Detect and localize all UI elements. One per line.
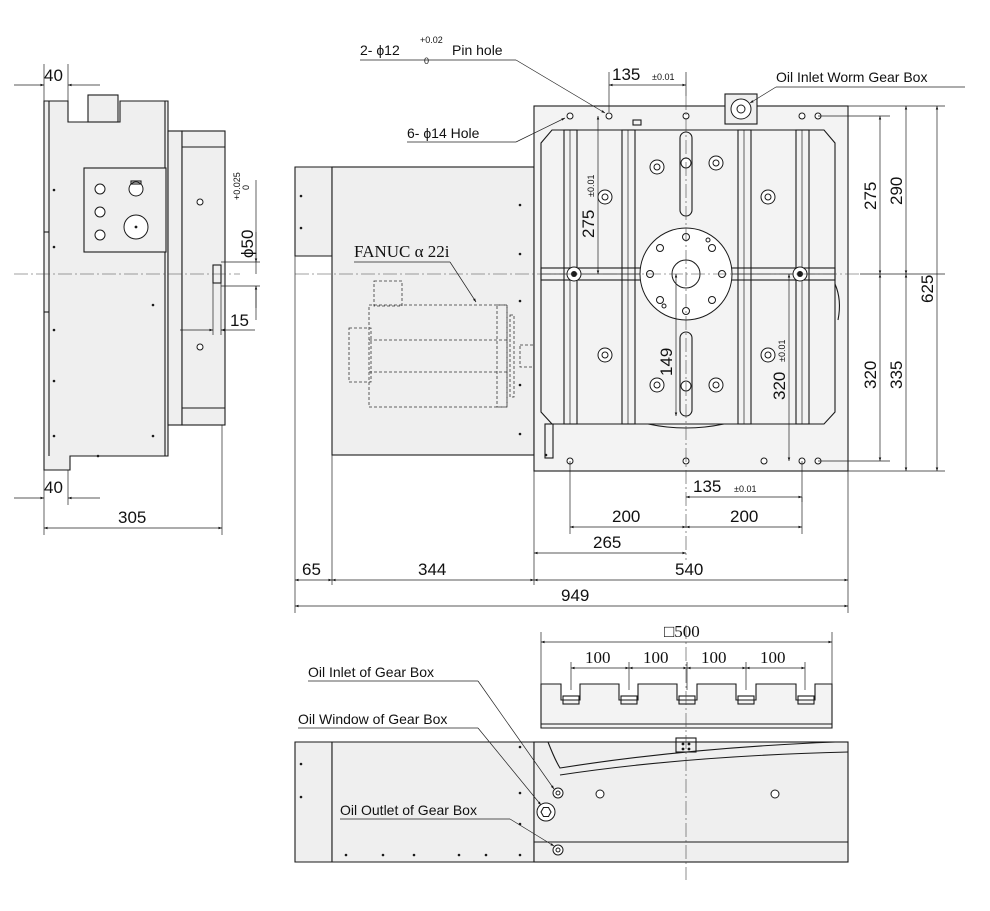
dim-200-right: 200: [730, 507, 758, 526]
dim-305: 305: [118, 508, 146, 527]
dim-135-top: 135: [612, 65, 640, 84]
tol-275-inner: ±0.01: [586, 175, 596, 197]
dim-135-bottom: 135: [693, 477, 721, 496]
pin-hole-callout: 2- ϕ12: [360, 42, 400, 58]
dim-40-top: 40: [44, 66, 63, 85]
dim-275-inner: 275: [579, 210, 598, 238]
dim-100-d: 100: [760, 648, 786, 667]
dim-100-a: 100: [585, 648, 611, 667]
side-view: 40 40 305 ϕ50 +0.025 0 15: [14, 64, 260, 535]
dim-625-right: 625: [918, 275, 937, 303]
pin-tol-lower: 0: [424, 56, 429, 66]
oil-window-gear-callout: Oil Window of Gear Box: [298, 711, 447, 727]
dim-344: 344: [418, 560, 446, 579]
pin-hole-suffix: Pin hole: [452, 42, 503, 58]
dim-149: 149: [657, 348, 676, 376]
dim-275-right: 275: [861, 182, 880, 210]
dim-290-right: 290: [887, 177, 906, 205]
hole-6-callout: 6- ϕ14 Hole: [407, 125, 480, 141]
tol-135-bottom: ±0.01: [734, 484, 756, 494]
front-view: □500 100 100 100 100 Oil Inlet of Gear B…: [294, 622, 849, 880]
dim-dia-50: ϕ50: [238, 230, 257, 258]
pin-tol-upper: +0.02: [420, 35, 443, 45]
dia-tol-lower: 0: [241, 185, 251, 190]
dim-40-bottom: 40: [44, 478, 63, 497]
counterbore-holes: [597, 155, 776, 393]
dim-65: 65: [302, 560, 321, 579]
dim-949: 949: [561, 586, 589, 605]
dim-100-b: 100: [643, 648, 669, 667]
top-view: 2- ϕ12 +0.02 0 Pin hole 6- ϕ14 Hole Oil …: [294, 35, 965, 613]
dim-15: 15: [230, 311, 249, 330]
dim-200-left: 200: [612, 507, 640, 526]
dim-540: 540: [675, 560, 703, 579]
motor-callout: FANUC α 22i: [354, 242, 450, 261]
dim-320-inner: 320: [770, 372, 789, 400]
dim-square-500: □500: [664, 622, 700, 641]
tol-320-inner: ±0.01: [777, 340, 787, 362]
oil-inlet-worm-callout: Oil Inlet Worm Gear Box: [776, 69, 927, 85]
dim-100-c: 100: [701, 648, 727, 667]
dia-tol-upper: +0.025: [232, 172, 242, 200]
dim-265: 265: [593, 533, 621, 552]
dim-335-right: 335: [887, 361, 906, 389]
tol-135-top: ±0.01: [652, 72, 674, 82]
oil-inlet-gear-callout: Oil Inlet of Gear Box: [308, 664, 434, 680]
oil-outlet-gear-callout: Oil Outlet of Gear Box: [340, 802, 477, 818]
dim-320-right: 320: [861, 361, 880, 389]
